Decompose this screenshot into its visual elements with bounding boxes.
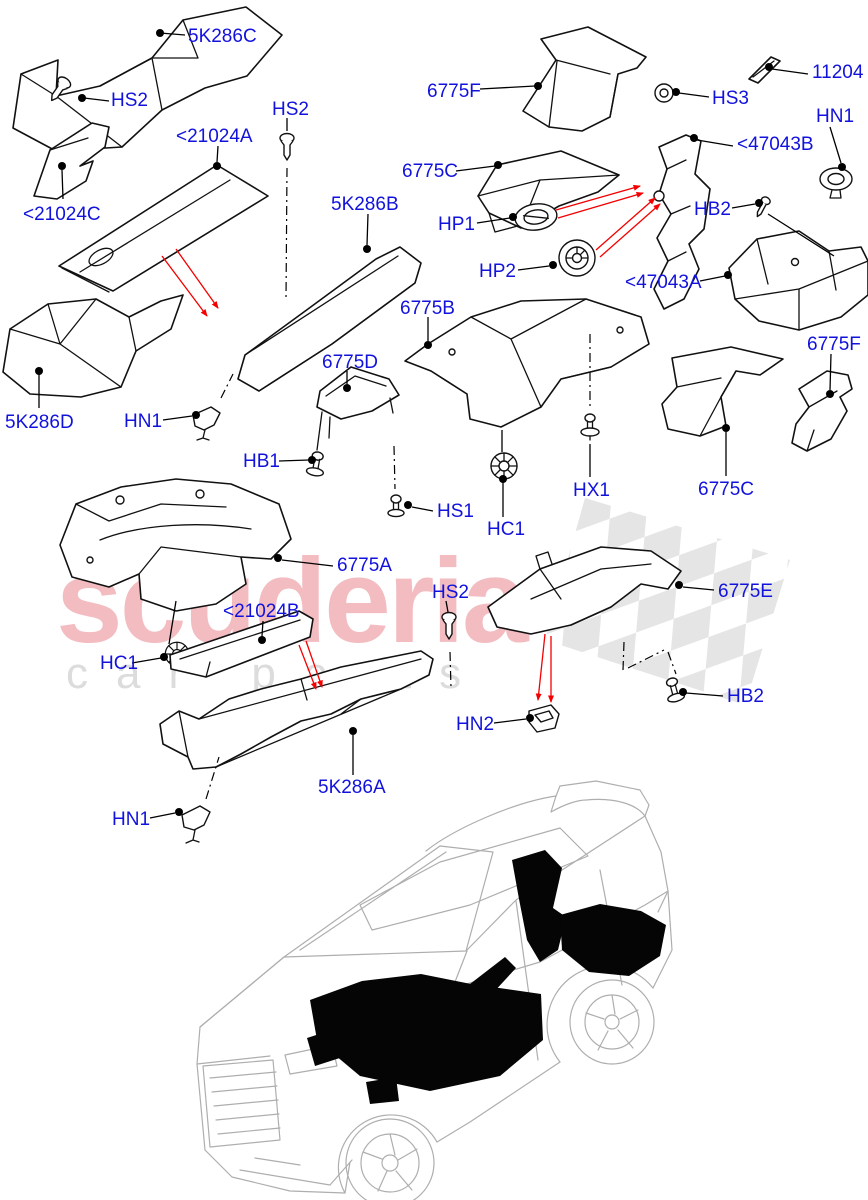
part-6775a [59, 478, 292, 612]
callout-hp1[interactable]: HP1 [438, 214, 475, 235]
part-6775c-right [661, 346, 784, 437]
red-pointer-lines [161, 184, 661, 703]
part-drawings [2, 6, 868, 844]
callout-11204[interactable]: 11204 [812, 62, 864, 83]
hp2-grommet [558, 239, 596, 277]
callout-5k286b[interactable]: 5K286B [331, 194, 399, 215]
callout-47043b[interactable]: <47043B [737, 134, 814, 155]
part-6775f-right [791, 370, 853, 452]
hp1-grommet [514, 203, 558, 231]
part-6775e [487, 546, 682, 635]
callout-6775e[interactable]: 6775E [718, 581, 773, 602]
callout-6775c-right[interactable]: 6775C [698, 479, 754, 500]
part-5k286a [159, 650, 434, 770]
callout-6775a[interactable]: 6775A [337, 555, 392, 576]
hb1-bolt [305, 449, 328, 478]
callout-hn1-bottom[interactable]: HN1 [112, 809, 150, 830]
callout-6775d[interactable]: 6775D [322, 352, 378, 373]
callout-hn2[interactable]: HN2 [456, 714, 494, 735]
leader-dots [35, 29, 846, 816]
part-6775d [316, 366, 400, 451]
hn2-clip [528, 704, 560, 733]
callout-6775f-top[interactable]: 6775F [427, 81, 481, 102]
watermark: scuderia car parts [56, 498, 790, 705]
hn1-clip-bottom [181, 805, 211, 844]
part-47043a [728, 230, 868, 331]
callout-hc1-left[interactable]: HC1 [100, 653, 138, 674]
part-21024b [169, 610, 314, 678]
callout-6775c-top[interactable]: 6775C [402, 161, 458, 182]
part-6775f-top [522, 26, 647, 132]
hn1-clip-middle [192, 406, 221, 441]
part-6775c-top [477, 150, 620, 233]
part-21024a [58, 164, 269, 293]
callout-hs2-topleft[interactable]: HS2 [111, 90, 148, 111]
car-illustration [196, 780, 673, 1200]
callout-5k286d[interactable]: 5K286D [5, 412, 74, 433]
callout-hb1[interactable]: HB1 [243, 451, 280, 472]
part-5k286d [2, 294, 184, 398]
part-47043b [653, 134, 711, 310]
callout-hs2-topcenter[interactable]: HS2 [272, 99, 309, 120]
callout-5k286a[interactable]: 5K286A [318, 777, 386, 798]
hs2-screw-topcenter [279, 132, 295, 161]
callout-hn1-topright[interactable]: HN1 [816, 106, 854, 127]
callout-hx1[interactable]: HX1 [573, 480, 610, 501]
leader-lines [35, 29, 846, 819]
callout-hb2-upper[interactable]: HB2 [694, 199, 731, 220]
callout-21024c[interactable]: <21024C [23, 204, 101, 225]
callout-hb2-lower[interactable]: HB2 [727, 686, 764, 707]
callout-hn1-middle[interactable]: HN1 [124, 411, 162, 432]
hn1-grommet [819, 167, 853, 199]
part-6775b [404, 298, 650, 428]
hc1-nut-center [490, 452, 518, 480]
callout-labels: 5K286C HS2 <21024A HS2 6775F HS3 11204 <… [5, 26, 864, 830]
hs1-screw [387, 494, 405, 518]
callout-47043a[interactable]: <47043A [625, 272, 702, 293]
hb2-pin-upper [756, 196, 771, 218]
part-5k286b [237, 246, 422, 392]
callout-21024b[interactable]: <21024B [223, 601, 300, 622]
part-21024c [33, 122, 110, 200]
hx1-screw [580, 413, 600, 441]
callout-hs3[interactable]: HS3 [712, 88, 749, 109]
callout-hc1-center[interactable]: HC1 [487, 519, 525, 540]
callout-hs2-lower[interactable]: HS2 [432, 582, 469, 603]
hs3-clip [654, 83, 674, 103]
part-5k286c [12, 6, 283, 152]
highlighted-insulation-areas [307, 850, 666, 1104]
callout-6775f-right[interactable]: 6775F [807, 334, 861, 355]
callout-21024a[interactable]: <21024A [176, 126, 253, 147]
callout-5k286c[interactable]: 5K286C [188, 26, 257, 47]
callout-hp2[interactable]: HP2 [479, 261, 516, 282]
callout-6775b[interactable]: 6775B [400, 298, 455, 319]
callout-hs1[interactable]: HS1 [437, 501, 474, 522]
